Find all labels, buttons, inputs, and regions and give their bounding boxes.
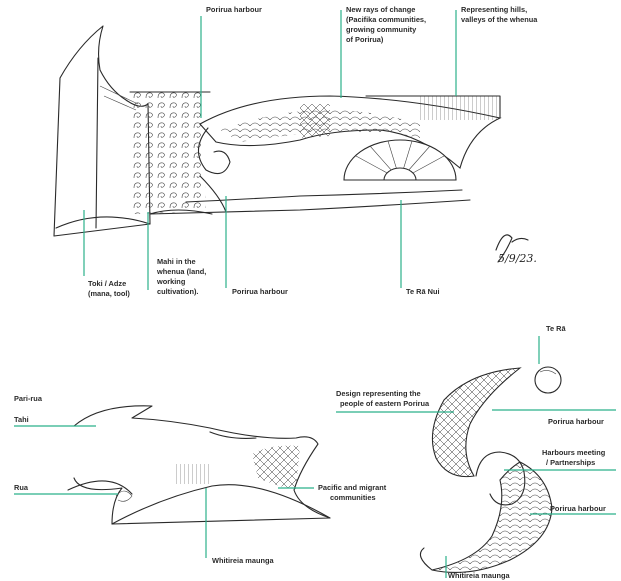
label-te-ra-nui: Te Rā Nui bbox=[406, 287, 440, 296]
label-rua: Rua bbox=[14, 483, 29, 492]
sketch-one: 5/9/23. Porirua harbour New rays of chan… bbox=[54, 5, 538, 298]
label-tahi: Tahi bbox=[14, 415, 29, 424]
label-porirua-harbour-a: Porirua harbour bbox=[548, 417, 604, 426]
label-porirua-harbour-b: Porirua harbour bbox=[550, 504, 606, 513]
sketch-two: Pari-rua Tahi Rua Pacific and migrant co… bbox=[14, 394, 388, 565]
label-whitireia-maunga-left: Whitireia maunga bbox=[212, 556, 274, 565]
te-ra-sun bbox=[535, 367, 561, 393]
pari-rua-drawing bbox=[68, 406, 330, 524]
label-mahi-whenua: Mahi in the whenua (land, working cultiv… bbox=[156, 257, 208, 296]
sketch-three: Te Rā Design representing the people of … bbox=[336, 324, 616, 580]
label-representing-hills: Representing hills, valleys of the whenu… bbox=[461, 5, 538, 24]
label-te-ra: Te Rā bbox=[546, 324, 566, 333]
artist-signature: 5/9/23. bbox=[496, 235, 537, 265]
label-porirua-harbour-top: Porirua harbour bbox=[206, 5, 262, 14]
label-pacific-migrant: Pacific and migrant communities bbox=[318, 483, 388, 502]
rays-of-change-drawing bbox=[200, 96, 500, 168]
label-whitireia-maunga-right: Whitireia maunga bbox=[448, 571, 510, 580]
mahi-whenua-drawing bbox=[130, 92, 212, 214]
label-toki-adze: Toki / Adze (mana, tool) bbox=[88, 279, 130, 298]
label-harbours-meeting: Harbours meeting / Partnerships bbox=[542, 448, 607, 467]
label-porirua-harbour-bottom: Porirua harbour bbox=[232, 287, 288, 296]
label-design-eastern-porirua: Design representing the people of easter… bbox=[336, 389, 430, 408]
label-pari-rua: Pari-rua bbox=[14, 394, 43, 403]
label-new-rays: New rays of change (Pacifika communities… bbox=[346, 5, 428, 44]
signature-date: 5/9/23. bbox=[498, 252, 537, 265]
